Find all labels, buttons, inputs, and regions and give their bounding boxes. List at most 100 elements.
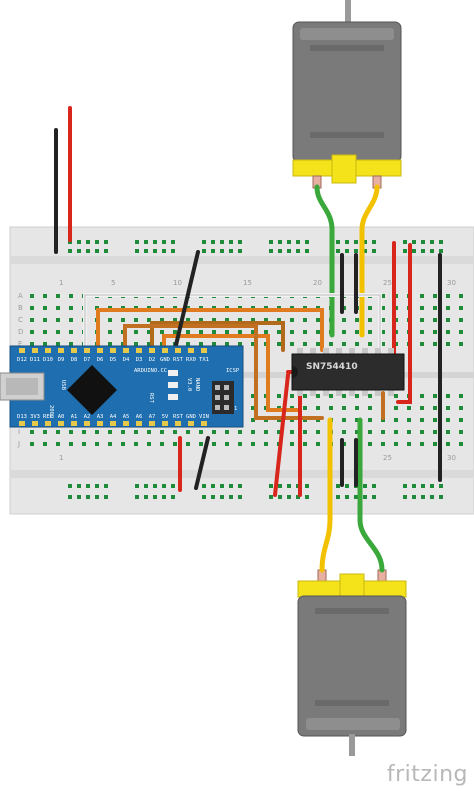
breadboard-hole xyxy=(277,318,281,322)
column-numbers-bottom: 1 25 30 xyxy=(59,454,456,462)
rail-hole xyxy=(354,240,358,244)
rail-hole xyxy=(296,240,300,244)
pin-label-ref: REF xyxy=(43,414,53,420)
breadboard-hole xyxy=(238,430,242,434)
pin-label-gnd-top: GND xyxy=(160,357,170,363)
rail-hole xyxy=(269,484,273,488)
rail-hole xyxy=(220,249,224,253)
motor-top-shaft xyxy=(345,0,351,25)
ic-leg xyxy=(336,348,342,355)
nano-pin xyxy=(84,421,90,426)
nano-pin xyxy=(110,348,116,353)
breadboard-hole xyxy=(186,330,190,334)
breadboard-hole xyxy=(251,442,255,446)
rail-hole xyxy=(421,249,425,253)
rail-hole xyxy=(153,249,157,253)
breadboard-hole xyxy=(342,342,346,346)
rail-hole xyxy=(439,484,443,488)
icsp-pin xyxy=(224,395,229,400)
ic-leg xyxy=(310,389,316,396)
nano-side-label: 2009 xyxy=(48,405,54,418)
pin-label-a1: A1 xyxy=(71,414,78,420)
breadboard-hole xyxy=(199,342,203,346)
nano-mcu-chip xyxy=(67,365,117,415)
col-num-5: 5 xyxy=(111,279,115,287)
breadboard-hole xyxy=(420,430,424,434)
wire-yellow-motor-bottom xyxy=(319,417,333,573)
rail-hole xyxy=(162,484,166,488)
wire-black-gnd-top xyxy=(174,250,200,347)
ic-leg xyxy=(336,389,342,396)
breadboard-hole xyxy=(342,318,346,322)
nano-pin xyxy=(188,421,194,426)
nano-pin xyxy=(58,421,64,426)
breadboard-hole xyxy=(407,406,411,410)
col-num-20: 20 xyxy=(313,279,322,287)
breadboard-hole xyxy=(43,318,47,322)
breadboard-hole xyxy=(212,342,216,346)
breadboard-hole xyxy=(56,318,60,322)
ic-leg xyxy=(375,348,381,355)
breadboard-hole xyxy=(446,442,450,446)
rail-hole xyxy=(269,240,273,244)
pin-label-d9: D9 xyxy=(58,357,65,363)
breadboard-hole xyxy=(290,430,294,434)
breadboard-hole xyxy=(251,330,255,334)
breadboard-hole xyxy=(225,318,229,322)
rail-hole xyxy=(229,240,233,244)
nano-icsp-pins xyxy=(215,385,229,410)
breadboard-hole xyxy=(342,394,346,398)
breadboard-hole xyxy=(225,342,229,346)
breadboard-hole xyxy=(69,306,73,310)
breadboard-hole xyxy=(433,394,437,398)
breadboard-hole xyxy=(56,330,60,334)
rail-hole xyxy=(135,240,139,244)
row-label-e: E xyxy=(18,340,22,348)
breadboard-hole xyxy=(160,442,164,446)
rail-hole xyxy=(287,484,291,488)
breadboard-hole xyxy=(459,442,463,446)
pin-label-rst-bottom: RST xyxy=(173,414,184,420)
rail-hole xyxy=(269,495,273,499)
rail-hole xyxy=(86,240,90,244)
breadboard-hole xyxy=(108,430,112,434)
breadboard-hole xyxy=(446,330,450,334)
breadboard-hole xyxy=(30,430,34,434)
h-bridge-ic-legs xyxy=(297,348,394,396)
breadboard-hole xyxy=(316,430,320,434)
row-label-b: B xyxy=(18,304,23,312)
nano-pin xyxy=(149,348,155,353)
ic-leg xyxy=(297,348,303,355)
ic-leg xyxy=(388,348,394,355)
breadboard-hole xyxy=(199,330,203,334)
pin-label-a3: A3 xyxy=(97,414,104,420)
nano-pin xyxy=(71,348,77,353)
breadboard-hole xyxy=(459,330,463,334)
breadboard-hole xyxy=(394,406,398,410)
rail-hole xyxy=(430,240,434,244)
wire-brown-1 xyxy=(150,321,285,352)
breadboard-hole xyxy=(56,306,60,310)
pin-label-d8: D8 xyxy=(71,357,78,363)
pin-label-d7: D7 xyxy=(84,357,91,363)
breadboard-hole xyxy=(459,294,463,298)
wire-orange-1 xyxy=(96,308,324,352)
rail-hole xyxy=(354,495,358,499)
rail-hole xyxy=(162,495,166,499)
breadboard-hole xyxy=(69,294,73,298)
rail-hole xyxy=(238,484,242,488)
breadboard-hole xyxy=(420,318,424,322)
breadboard-hole xyxy=(303,342,307,346)
breadboard-hole xyxy=(199,318,203,322)
wire-orange-3 xyxy=(123,324,324,420)
breadboard-hole xyxy=(69,430,73,434)
breadboard-hole xyxy=(225,430,229,434)
row-label-d: D xyxy=(18,328,23,336)
rail-hole xyxy=(412,495,416,499)
icsp-pin xyxy=(215,395,220,400)
col-num-25: 25 xyxy=(383,279,392,287)
breadboard-hole xyxy=(459,430,463,434)
breadboard-hole xyxy=(69,318,73,322)
breadboard-hole xyxy=(160,430,164,434)
breadboard-hole xyxy=(420,418,424,422)
